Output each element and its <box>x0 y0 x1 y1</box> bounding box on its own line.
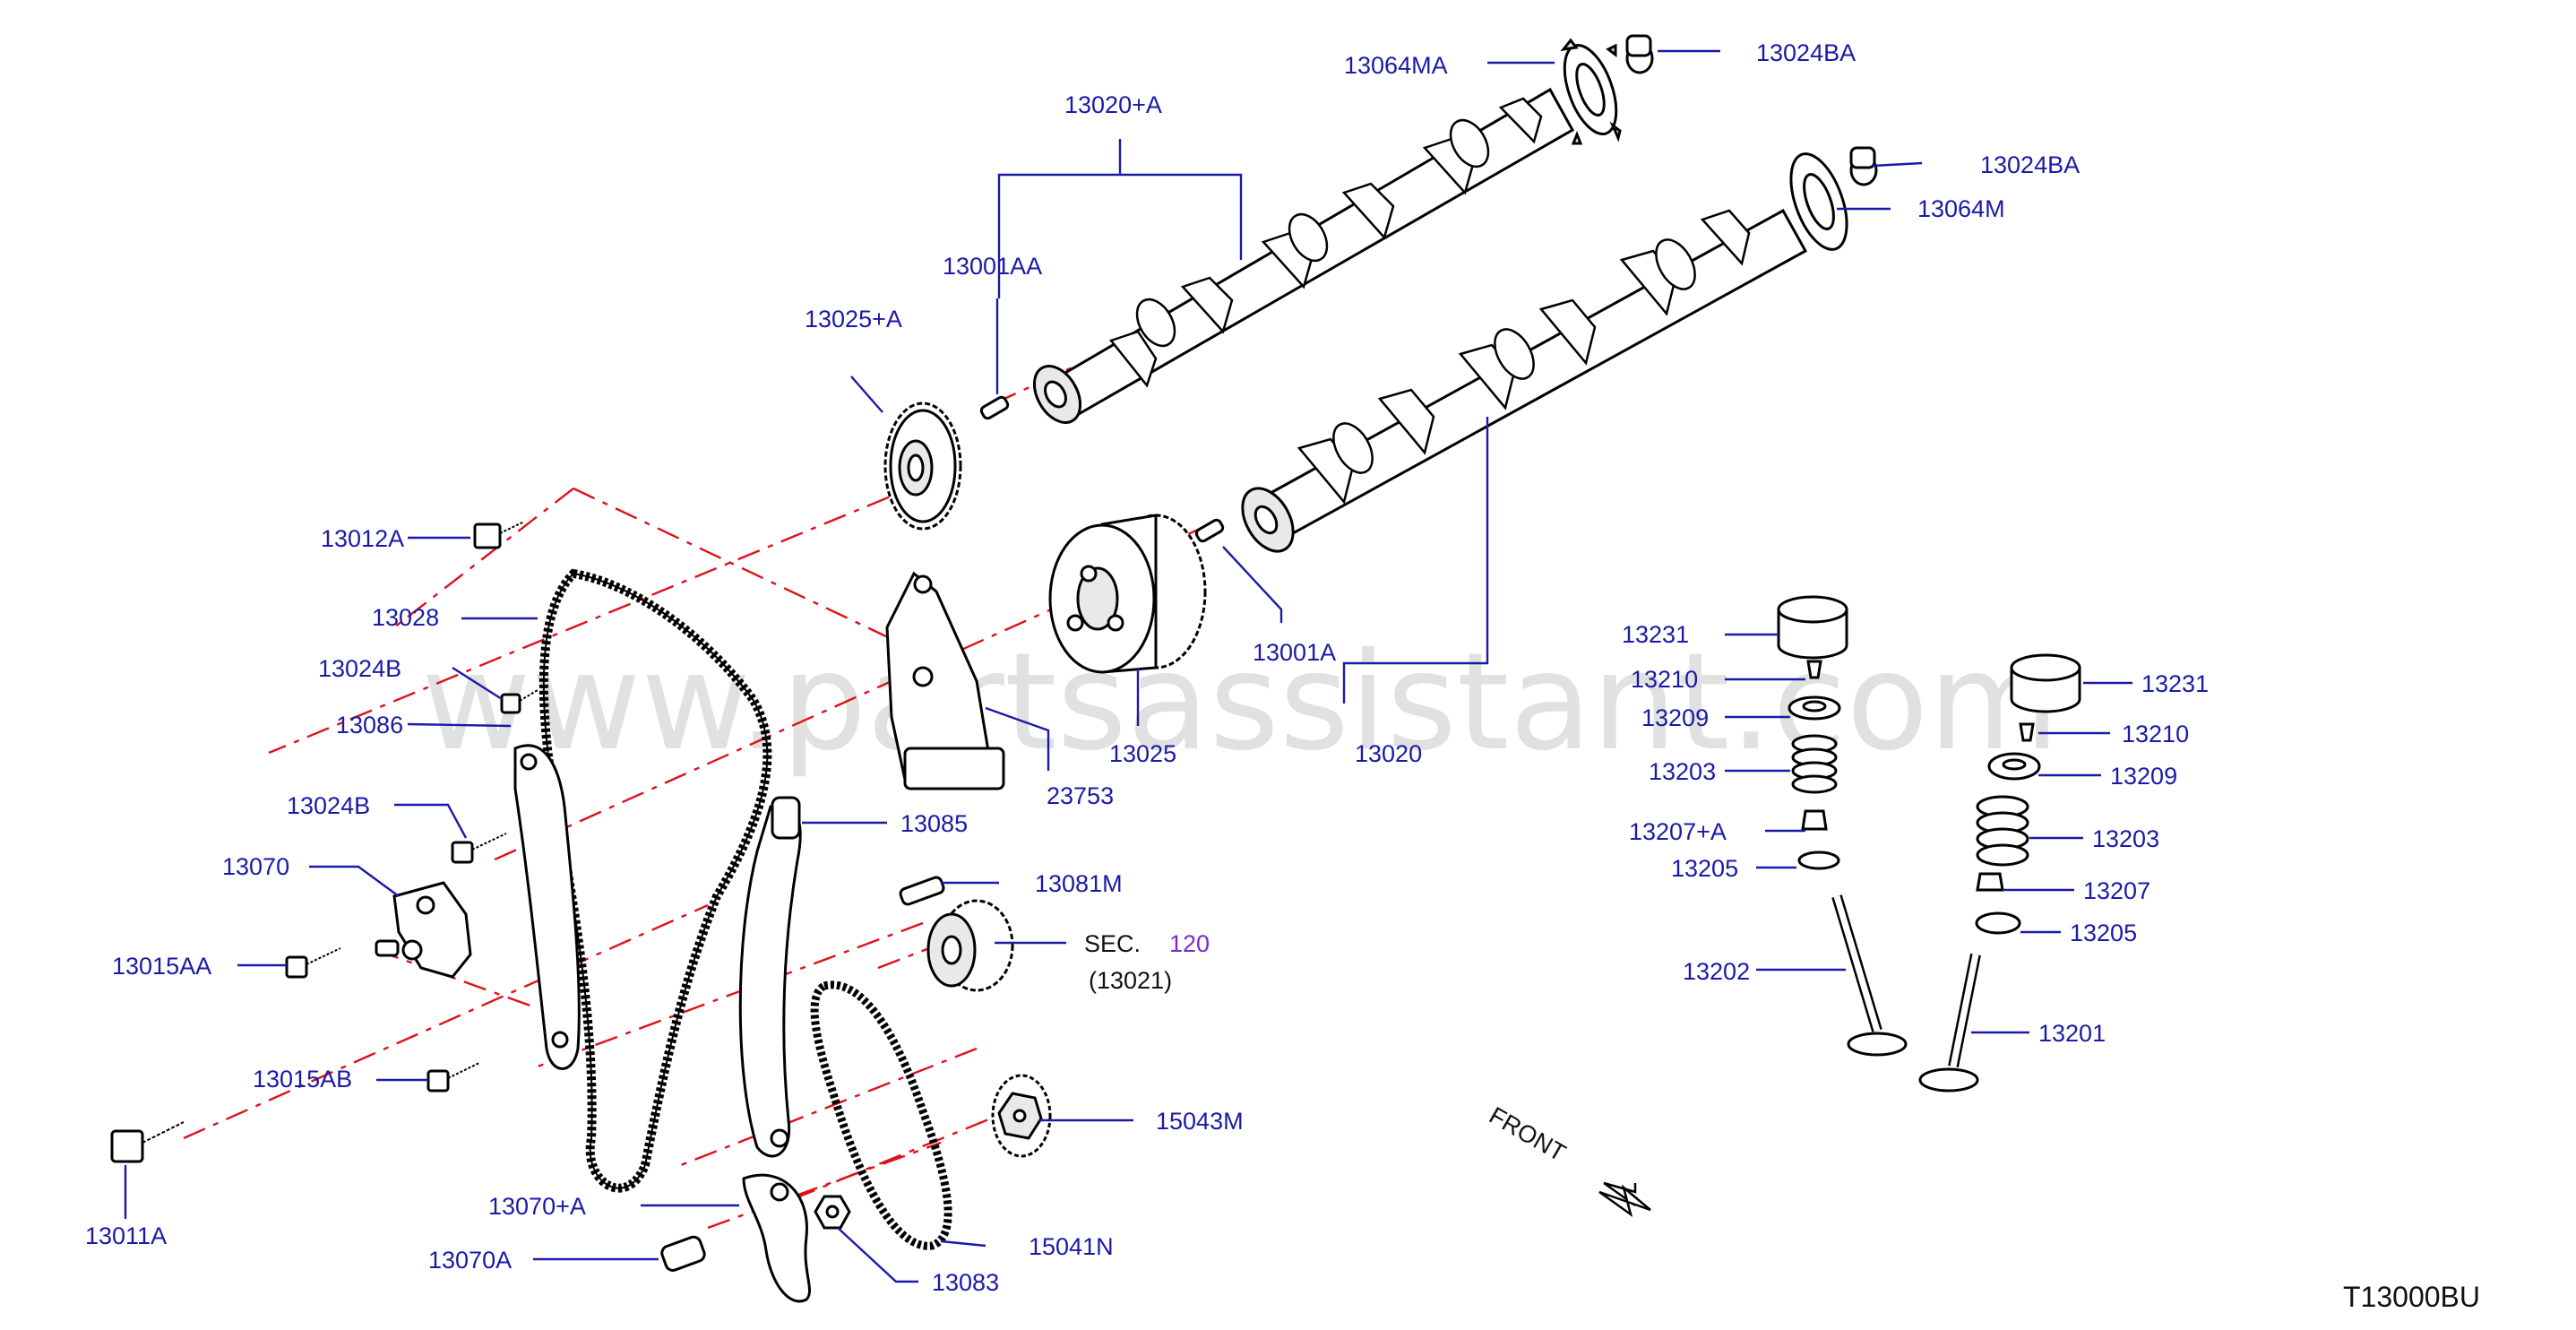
label-13024B-upper[interactable]: 13024B <box>318 655 401 682</box>
leader-lines <box>124 49 2132 1283</box>
front-label: FRONT <box>1485 1101 1571 1166</box>
label-13070[interactable]: 13070 <box>222 853 289 880</box>
label-13209-left[interactable]: 13209 <box>1641 704 1709 731</box>
label-sec-sub: (13021) <box>1089 967 1172 994</box>
label-13070A-plus[interactable]: 13070+A <box>488 1193 586 1220</box>
label-13085[interactable]: 13085 <box>900 810 968 837</box>
bolt-13024B-upper[interactable] <box>500 689 538 714</box>
label-13070A[interactable]: 13070A <box>428 1247 512 1274</box>
label-13207[interactable]: 13207 <box>2083 877 2150 904</box>
valve-lifter-right[interactable] <box>2010 653 2081 713</box>
camshaft-upper[interactable] <box>1025 87 1575 430</box>
label-13083[interactable]: 13083 <box>932 1269 999 1296</box>
label-13011A[interactable]: 13011A <box>85 1222 167 1249</box>
chain-tensioner[interactable] <box>375 881 472 979</box>
label-sec-prefix: SEC. <box>1084 930 1141 957</box>
label-15041N[interactable]: 15041N <box>1029 1233 1114 1260</box>
label-13205-left[interactable]: 13205 <box>1671 855 1738 882</box>
label-13024BA-top[interactable]: 13024BA <box>1756 39 1856 66</box>
valve-keeper-right[interactable] <box>2019 722 2035 742</box>
bolt-13015AA[interactable] <box>285 947 341 979</box>
oil-pump-sprocket[interactable] <box>991 1074 1052 1158</box>
label-13001AA[interactable]: 13001AA <box>943 253 1042 280</box>
label-13015AA[interactable]: 13015AA <box>112 953 211 980</box>
oil-pump-chain[interactable] <box>810 980 952 1250</box>
label-13024BA-right[interactable]: 13024BA <box>1980 151 2080 178</box>
cam-sprocket-upper[interactable] <box>883 402 962 531</box>
label-13064M[interactable]: 13064M <box>1917 195 2005 222</box>
label-13024B-lower[interactable]: 13024B <box>287 792 370 819</box>
crank-sprocket[interactable] <box>926 899 1014 992</box>
chain-guide-slack[interactable] <box>513 744 581 1070</box>
valve-lifter-left[interactable] <box>1777 595 1848 660</box>
label-13028[interactable]: 13028 <box>372 604 439 631</box>
label-13081M[interactable]: 13081M <box>1035 870 1123 897</box>
guide-pin-13081M[interactable] <box>899 876 945 906</box>
label-sec-number[interactable]: 120 <box>1169 930 1210 957</box>
label-13203-left[interactable]: 13203 <box>1649 758 1716 785</box>
arrow-icon <box>1598 1184 1651 1218</box>
label-13231-left[interactable]: 13231 <box>1622 621 1689 648</box>
chain-guide-tension[interactable] <box>738 796 802 1158</box>
label-13001A[interactable]: 13001A <box>1253 639 1336 666</box>
label-13025A[interactable]: 13025+A <box>805 306 902 332</box>
spring-retainer-right[interactable] <box>1987 752 2041 781</box>
label-13205-right[interactable]: 13205 <box>2070 920 2137 946</box>
diagram-reference-code: T13000BU <box>2343 1281 2480 1313</box>
camshaft-lower[interactable] <box>1232 208 1808 560</box>
label-13203-right[interactable]: 13203 <box>2092 825 2159 852</box>
vtc-sprocket[interactable] <box>1048 514 1207 674</box>
label-13202[interactable]: 13202 <box>1683 958 1750 985</box>
valve-seal-right[interactable] <box>1976 872 2004 892</box>
label-13020[interactable]: 13020 <box>1355 740 1422 767</box>
centerlines <box>183 348 1210 1230</box>
label-13231-right[interactable]: 13231 <box>2141 670 2209 697</box>
front-direction-indicator: FRONT <box>1485 1101 1651 1218</box>
label-13209-right[interactable]: 13209 <box>2110 763 2177 790</box>
bolt-13012A[interactable] <box>473 521 525 549</box>
sensor-plate-upper[interactable] <box>1555 38 1627 145</box>
sleeve-13070A[interactable] <box>660 1235 707 1273</box>
valve-spring-left[interactable] <box>1791 734 1838 794</box>
label-13210-right[interactable]: 13210 <box>2122 721 2189 747</box>
tensioner-lever[interactable] <box>742 1173 811 1303</box>
part-labels: 13064MA 13024BA 13020+A 13024BA 13064M 1… <box>85 39 2209 1296</box>
plug-upper[interactable] <box>1625 34 1654 74</box>
valve-spring-right[interactable] <box>1976 795 2029 867</box>
spring-seat-left[interactable] <box>1797 851 1840 870</box>
label-13210-left[interactable]: 13210 <box>1631 666 1698 693</box>
label-13201[interactable]: 13201 <box>2038 1020 2106 1047</box>
label-13015AB[interactable]: 13015AB <box>253 1066 352 1092</box>
sensor-plate-lower[interactable] <box>1779 146 1857 256</box>
bolt-13024B-lower[interactable] <box>451 833 507 864</box>
label-13012A[interactable]: 13012A <box>321 525 404 552</box>
valve-seal-left[interactable] <box>1801 809 1828 831</box>
plug-lower[interactable] <box>1849 146 1878 186</box>
label-13086[interactable]: 13086 <box>336 712 403 738</box>
label-13020A[interactable]: 13020+A <box>1064 91 1162 118</box>
vtc-solenoid[interactable] <box>885 571 1005 790</box>
label-23753[interactable]: 23753 <box>1047 782 1114 809</box>
spring-retainer-left[interactable] <box>1788 695 1841 721</box>
label-15043M[interactable]: 15043M <box>1156 1108 1244 1135</box>
label-13025[interactable]: 13025 <box>1109 740 1176 767</box>
bolt-13011A[interactable] <box>110 1121 185 1163</box>
label-13064MA[interactable]: 13064MA <box>1344 52 1448 79</box>
label-13207A[interactable]: 13207+A <box>1629 818 1727 845</box>
valve-keeper-left[interactable] <box>1806 660 1822 679</box>
nut-13083[interactable] <box>814 1195 851 1230</box>
dowel-pin-lower[interactable] <box>1194 518 1225 543</box>
exhaust-valve-left[interactable] <box>1831 894 1908 1057</box>
intake-valve-right[interactable] <box>1918 953 1981 1092</box>
bolt-13015AB[interactable] <box>426 1062 480 1092</box>
spring-seat-right[interactable] <box>1975 911 2021 935</box>
dowel-pin-upper[interactable] <box>979 395 1010 420</box>
